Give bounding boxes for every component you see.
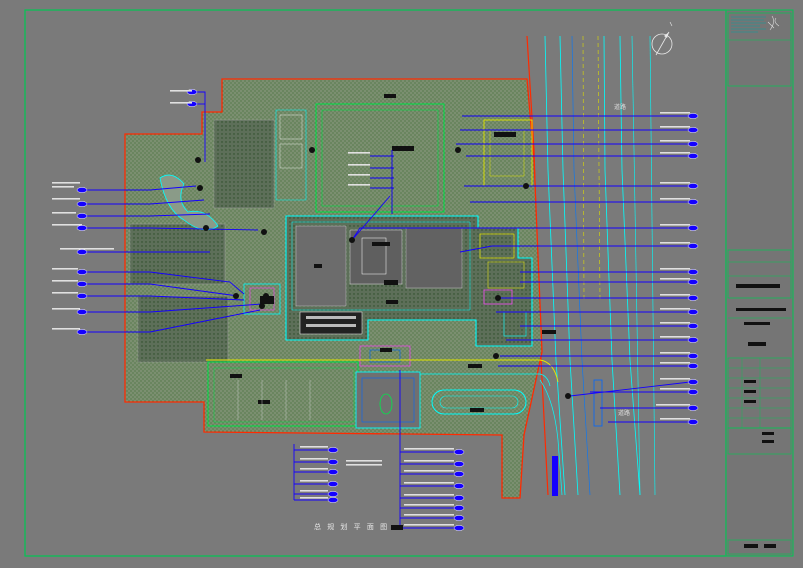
drawing-title-text: 总 规 划 平 面 图 bbox=[314, 523, 389, 531]
drawing-title: 总 规 划 平 面 图 bbox=[314, 522, 404, 532]
site-details bbox=[129, 94, 603, 496]
logo-mark bbox=[767, 15, 780, 31]
title-block bbox=[725, 9, 794, 557]
north-arrow-icon bbox=[651, 21, 673, 56]
callout-markers bbox=[76, 89, 699, 531]
callout-text-bars bbox=[52, 90, 690, 526]
road-label-top: 道路 bbox=[614, 104, 627, 111]
plan-pins bbox=[195, 147, 571, 399]
callout-leaders bbox=[85, 91, 691, 529]
scale-box bbox=[391, 524, 404, 530]
east-road bbox=[544, 35, 656, 496]
road-label-bottom: 道路 bbox=[618, 410, 631, 417]
